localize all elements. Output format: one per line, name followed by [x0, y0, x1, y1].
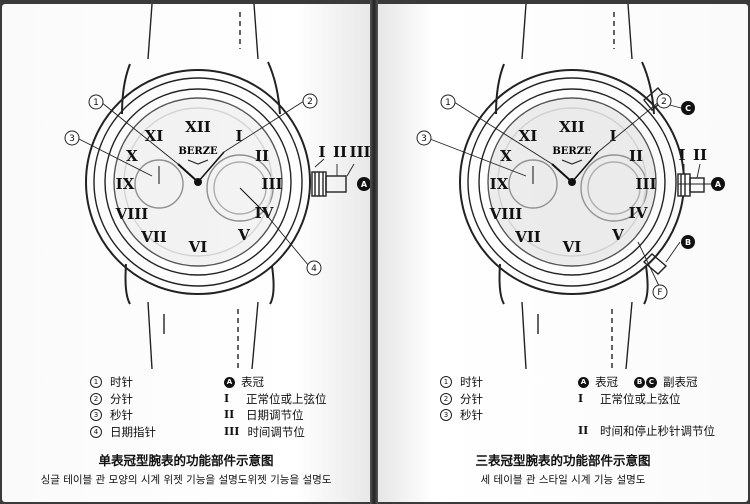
right-caption-subtitle: 세 테이블 관 스타일 시계 기능 설명도 — [480, 474, 646, 486]
svg-text:X: X — [500, 147, 512, 165]
right-crown-position-1: I — [678, 146, 685, 164]
svg-text:VII: VII — [140, 228, 167, 246]
book-gutter — [370, 0, 378, 504]
left-crown-position-3: III — [349, 143, 370, 161]
svg-text:VIII: VIII — [115, 205, 149, 223]
svg-text:X: X — [126, 147, 138, 165]
right-page: XII I II III IV V VI VII VIII IX X XI BE… — [378, 4, 748, 502]
right-crown-label-b: B — [685, 238, 691, 247]
svg-text:V: V — [611, 226, 624, 244]
svg-text:VII: VII — [514, 228, 541, 246]
right-brand-logo: BERZE — [552, 146, 592, 157]
svg-text:I: I — [609, 127, 616, 145]
right-crown-position-2: II — [693, 146, 707, 164]
svg-text:III: III — [261, 175, 282, 193]
svg-text:V: V — [237, 226, 250, 244]
svg-text:I: I — [235, 127, 242, 145]
svg-text:III: III — [635, 175, 656, 193]
right-pusher-callout: F — [657, 288, 662, 298]
left-caption-subtitle: 싱글 테이블 관 모양의 시계 위젯 기능을 설명도위젯 기능을 설명도 — [40, 474, 332, 486]
left-caption-title: 单表冠型腕表的功能部件示意图 — [98, 453, 274, 468]
svg-text:XI: XI — [145, 127, 164, 145]
right-callout-1: 1 — [445, 98, 451, 108]
right-caption-title: 三表冠型腕表的功能部件示意图 — [475, 453, 651, 468]
single-crown-watch-diagram: XII I II III IV V VI VII VIII IX X XI BE… — [64, 4, 370, 370]
svg-text:VI: VI — [562, 238, 582, 256]
triple-crown-watch-diagram: XII I II III IV V VI VII VIII IX X XI BE… — [416, 4, 725, 370]
right-crown-label-a: A — [715, 180, 722, 189]
svg-text:XII: XII — [185, 118, 211, 136]
svg-text:II: II — [255, 147, 269, 165]
left-callout-3: 3 — [69, 134, 75, 144]
svg-text:VIII: VIII — [489, 205, 523, 223]
svg-text:IV: IV — [629, 204, 648, 222]
svg-text:II: II — [629, 147, 643, 165]
svg-text:XII: XII — [559, 118, 585, 136]
svg-text:IX: IX — [490, 175, 509, 193]
left-callout-1: 1 — [93, 98, 99, 108]
right-callout-3: 3 — [421, 134, 427, 144]
left-callout-2: 2 — [307, 97, 313, 107]
left-callout-4: 4 — [311, 264, 317, 274]
right-crown-label-c: C — [685, 104, 691, 113]
left-crown-position-1: I — [318, 143, 325, 161]
left-crown-position-2: II — [333, 143, 347, 161]
svg-text:IX: IX — [116, 175, 135, 193]
left-brand-logo: BERZE — [178, 146, 218, 157]
svg-text:IV: IV — [255, 204, 274, 222]
left-page: XII I II III IV V VI VII VIII IX X XI BE… — [2, 4, 370, 502]
right-callout-2: 2 — [661, 97, 667, 107]
left-crown-label: A — [361, 180, 368, 189]
svg-text:VI: VI — [188, 238, 208, 256]
svg-text:XI: XI — [519, 127, 538, 145]
